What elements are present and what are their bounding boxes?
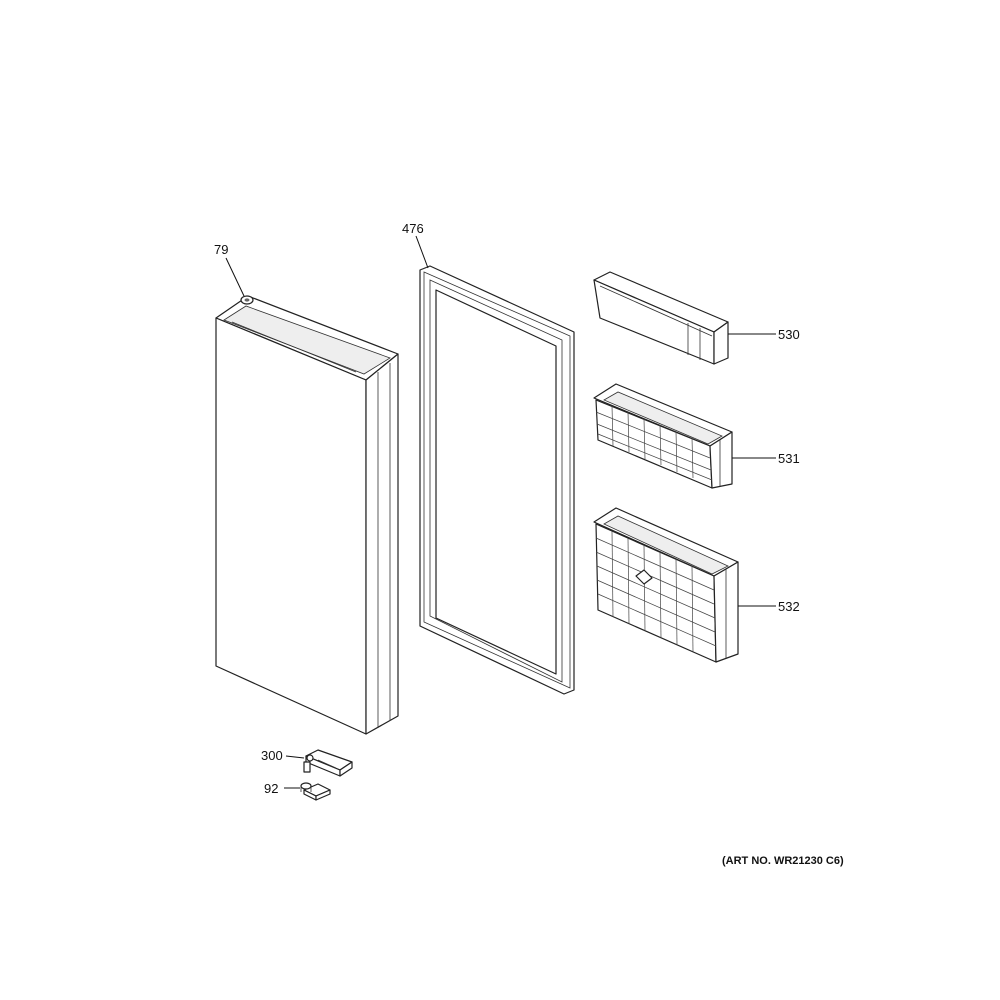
- gasket-leader-line: [415, 235, 429, 269]
- door-bin-small[interactable]: [593, 271, 729, 365]
- hinge-pin[interactable]: [300, 782, 331, 801]
- door-leader-line: [225, 257, 245, 297]
- door-bin-large[interactable]: [593, 507, 739, 663]
- door-gasket[interactable]: [419, 265, 575, 695]
- door-callout: 79: [214, 242, 228, 257]
- door-hinge[interactable]: [303, 749, 353, 777]
- bin-small-callout: 530: [778, 327, 800, 342]
- door-panel[interactable]: [215, 295, 399, 735]
- hinge-pin-callout: 92: [264, 781, 278, 796]
- door-bin-medium[interactable]: [593, 383, 733, 489]
- gasket-callout: 476: [402, 221, 424, 236]
- bin-medium-callout: 531: [778, 451, 800, 466]
- art-number: (ART NO. WR21230 C6): [722, 855, 844, 867]
- hinge-callout: 300: [261, 748, 283, 763]
- hinge-leader-line: [285, 755, 305, 759]
- bin-large-callout: 532: [778, 599, 800, 614]
